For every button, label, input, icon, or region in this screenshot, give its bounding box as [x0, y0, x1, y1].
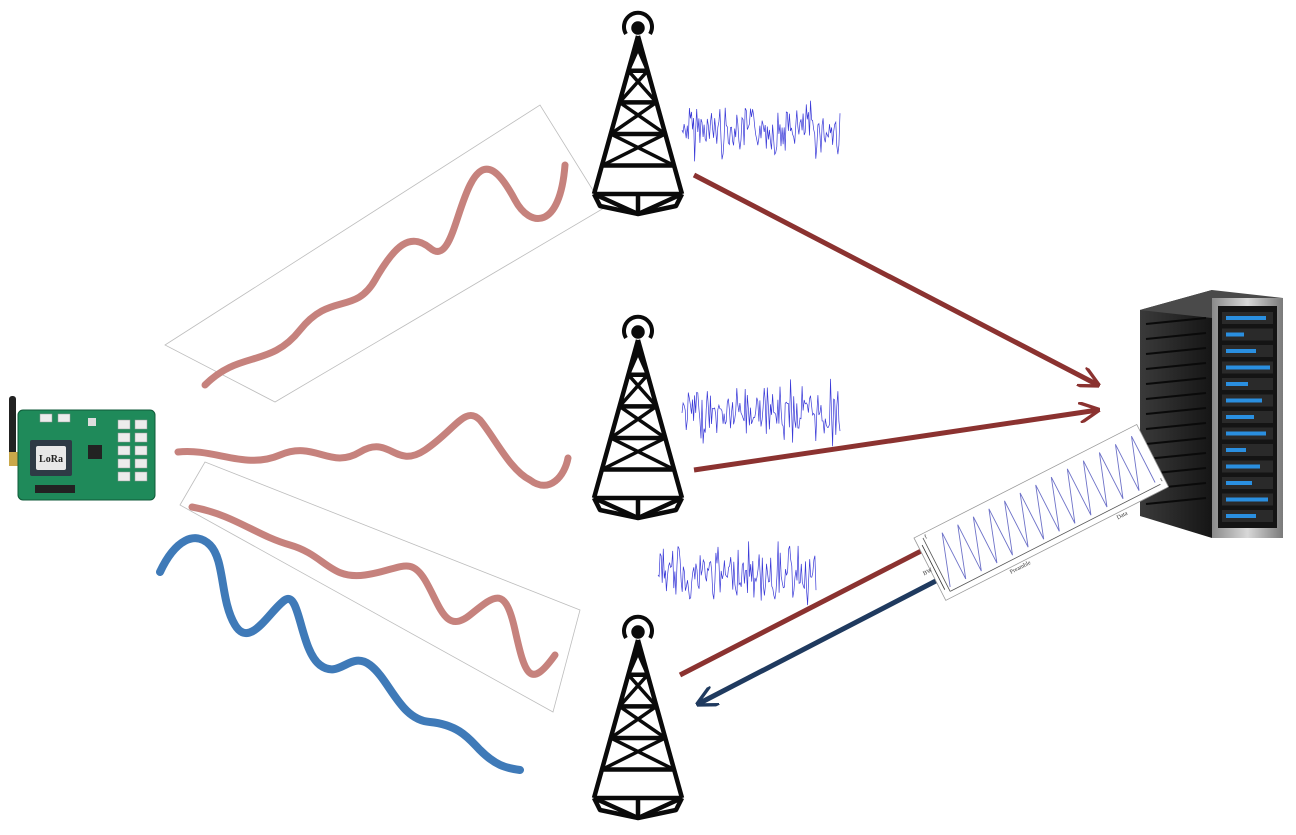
server-led	[1226, 332, 1244, 337]
gateway-bottom	[591, 614, 685, 821]
uplink-arrow-top	[692, 172, 1098, 385]
chirp-data-label: Data	[1116, 511, 1129, 522]
antenna	[9, 396, 16, 466]
chirp-signal	[941, 435, 1156, 587]
server-vent	[1145, 347, 1207, 355]
uplink-wave-middle	[174, 411, 572, 489]
chirp-bw-arrow	[921, 544, 946, 590]
noise-burst	[657, 541, 817, 606]
chirp-plot-frame	[913, 423, 1170, 601]
noise-burst	[681, 378, 841, 447]
lora-end-device: LoRa	[9, 396, 156, 501]
chirp-freq-label: f	[923, 533, 928, 540]
server-led	[1226, 448, 1246, 452]
server-led	[1226, 382, 1248, 386]
server-led	[1226, 398, 1262, 403]
header-pins	[35, 485, 75, 493]
server-slots	[1222, 312, 1273, 522]
server-vent	[1145, 377, 1207, 385]
grove-connectors	[39, 413, 148, 482]
server-led	[1226, 431, 1266, 436]
arrows	[678, 172, 1100, 704]
lora-badge	[36, 446, 66, 470]
noise-burst	[681, 100, 841, 162]
antenna-tip-icon	[631, 21, 645, 35]
server-vent	[1145, 437, 1207, 445]
server-led	[1226, 365, 1270, 370]
server-vent	[1145, 422, 1207, 430]
server-vent	[1145, 362, 1207, 370]
antenna-tip-icon	[631, 325, 645, 339]
server-led	[1226, 514, 1256, 518]
server-vent	[1145, 317, 1207, 325]
downlink-wave	[156, 534, 524, 774]
server-slot	[1222, 328, 1273, 341]
wave-frame-bottom	[179, 461, 581, 713]
radio-waves	[156, 161, 572, 774]
uplink-arrow-middle	[693, 410, 1098, 473]
antenna-connector	[9, 452, 19, 466]
server-slot	[1222, 444, 1273, 456]
server-top	[1140, 290, 1283, 318]
button	[88, 418, 96, 426]
signal-ring-icon	[622, 314, 654, 340]
chirp-bw-label: BW	[922, 567, 934, 577]
gateway-middle	[591, 314, 685, 521]
signal-ring-icon	[622, 10, 654, 36]
server-vent	[1145, 332, 1207, 340]
chirp-time-axis	[950, 483, 1161, 592]
server-led	[1226, 464, 1260, 469]
wave-frame-top	[164, 104, 605, 403]
server-led	[1226, 481, 1252, 485]
chirp-time-label: t	[1160, 477, 1165, 483]
lora-badge-text: LoRa	[39, 454, 63, 465]
network-server	[1140, 290, 1283, 538]
gateway-towers	[591, 10, 685, 821]
server-led	[1226, 316, 1266, 320]
signal-ring-icon	[622, 614, 654, 640]
gateway-top	[591, 10, 685, 217]
chip	[88, 445, 102, 459]
server-side-vents	[1145, 317, 1207, 505]
server-led	[1226, 415, 1254, 419]
uplink-wave-bottom	[188, 503, 559, 678]
chirp-plot: Preamble Data BW t f	[913, 423, 1170, 601]
chirp-freq-axis	[922, 537, 951, 592]
server-vent	[1145, 407, 1207, 415]
uplink-wave-top	[201, 161, 569, 389]
server-vent	[1145, 497, 1207, 505]
server-vent	[1145, 452, 1207, 460]
server-led	[1226, 497, 1268, 502]
server-led	[1226, 349, 1256, 353]
noise-signals	[657, 100, 841, 606]
server-vent	[1145, 392, 1207, 400]
antenna-tip-icon	[631, 625, 645, 639]
